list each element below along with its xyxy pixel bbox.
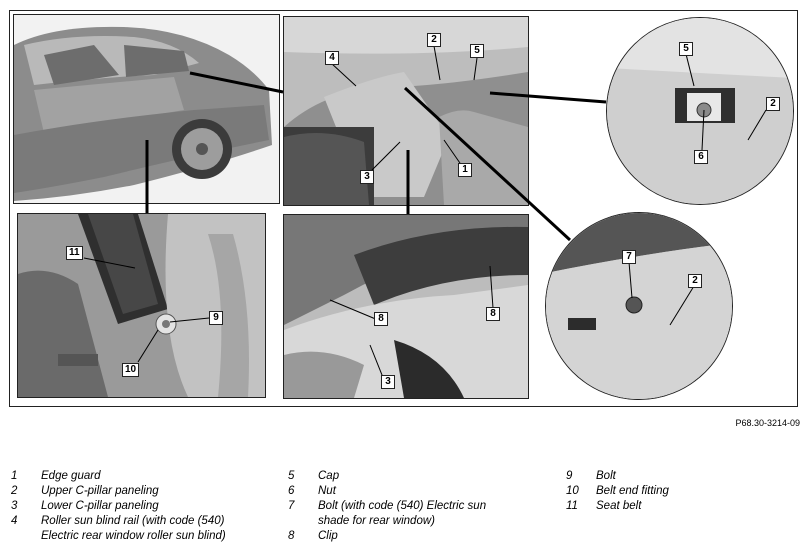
legend-column-3: 9 Bolt 10 Belt end fitting 11 Seat belt: [566, 469, 766, 514]
legend-item: 2 Upper C-pillar paneling: [11, 484, 276, 499]
legend-text: Edge guard: [41, 470, 101, 482]
callout-8: 8: [374, 312, 388, 326]
legend-text: Seat belt: [596, 500, 642, 512]
legend-item: 7 Bolt (with code (540) Electric sun: [288, 499, 528, 514]
legend-number: 5: [288, 470, 295, 482]
callout-11: 11: [66, 246, 83, 260]
callout-4: 4: [325, 51, 339, 65]
figure-code: P68.30-3214-09: [735, 418, 800, 428]
callout-2: 2: [427, 33, 441, 47]
callout-6: 6: [694, 150, 708, 164]
legend-text: Bolt (with code (540) Electric sun: [318, 500, 487, 512]
legend-number: 3: [11, 500, 18, 512]
legend-item: shade for rear window): [288, 514, 528, 529]
legend-text: Nut: [318, 485, 336, 497]
legend-number: [288, 514, 318, 529]
legend-text: Bolt: [596, 470, 616, 482]
legend-number: 6: [288, 485, 295, 497]
legend-text: Roller sun blind rail (with code (540): [41, 515, 225, 527]
legend-item: Electric rear window roller sun blind): [11, 529, 276, 544]
callout-10: 10: [122, 363, 140, 377]
callout-8: 8: [486, 307, 500, 321]
callout-2: 2: [688, 274, 702, 288]
legend-text: Upper C-pillar paneling: [41, 485, 159, 497]
callout-2: 2: [766, 97, 780, 111]
legend-number: 9: [566, 470, 573, 482]
detail-circle-bolt: [545, 212, 733, 400]
callout-5: 5: [470, 44, 484, 58]
callout-5: 5: [679, 42, 693, 56]
legend-number: 1: [11, 470, 18, 482]
legend-column-2: 5 Cap 6 Nut 7 Bolt (with code (540) Electri…: [288, 469, 528, 544]
legend-text: Lower C-pillar paneling: [41, 500, 159, 512]
photo-belt-end-fitting: [17, 213, 266, 398]
photo-c-pillar-interior: [283, 16, 529, 206]
legend-item: 3 Lower C-pillar paneling: [11, 499, 276, 514]
legend-number: 10: [566, 485, 579, 497]
legend-item: 5 Cap: [288, 469, 528, 484]
photo-car-exterior: [13, 14, 280, 204]
legend-number: 8: [288, 530, 295, 542]
callout-9: 9: [209, 311, 223, 325]
legend-number: 4: [11, 515, 18, 527]
callout-1: 1: [458, 163, 472, 177]
legend-number: 2: [11, 485, 18, 497]
legend-item: 1 Edge guard: [11, 469, 276, 484]
legend-number: 11: [566, 500, 578, 512]
legend-item: 11 Seat belt: [566, 499, 766, 514]
legend-item: 4 Roller sun blind rail (with code (540): [11, 514, 276, 529]
callout-3: 3: [360, 170, 374, 184]
legend-item: 8 Clip: [288, 529, 528, 544]
legend-item: 10 Belt end fitting: [566, 484, 766, 499]
legend-number: [11, 529, 41, 544]
callout-3: 3: [381, 375, 395, 389]
legend-text: Belt end fitting: [596, 485, 669, 497]
legend-text: Cap: [318, 470, 340, 482]
callout-7: 7: [622, 250, 636, 264]
legend-text: Electric rear window roller sun blind): [41, 530, 226, 542]
legend-item: 9 Bolt: [566, 469, 766, 484]
legend-text: shade for rear window): [318, 515, 435, 527]
legend-item: 6 Nut: [288, 484, 528, 499]
legend-number: 7: [288, 500, 295, 512]
legend-text: Clip: [318, 530, 338, 542]
detail-circle-cap-nut: [606, 17, 794, 205]
legend-column-1: 1 Edge guard 2 Upper C-pillar paneling 3 Lo…: [11, 469, 276, 544]
